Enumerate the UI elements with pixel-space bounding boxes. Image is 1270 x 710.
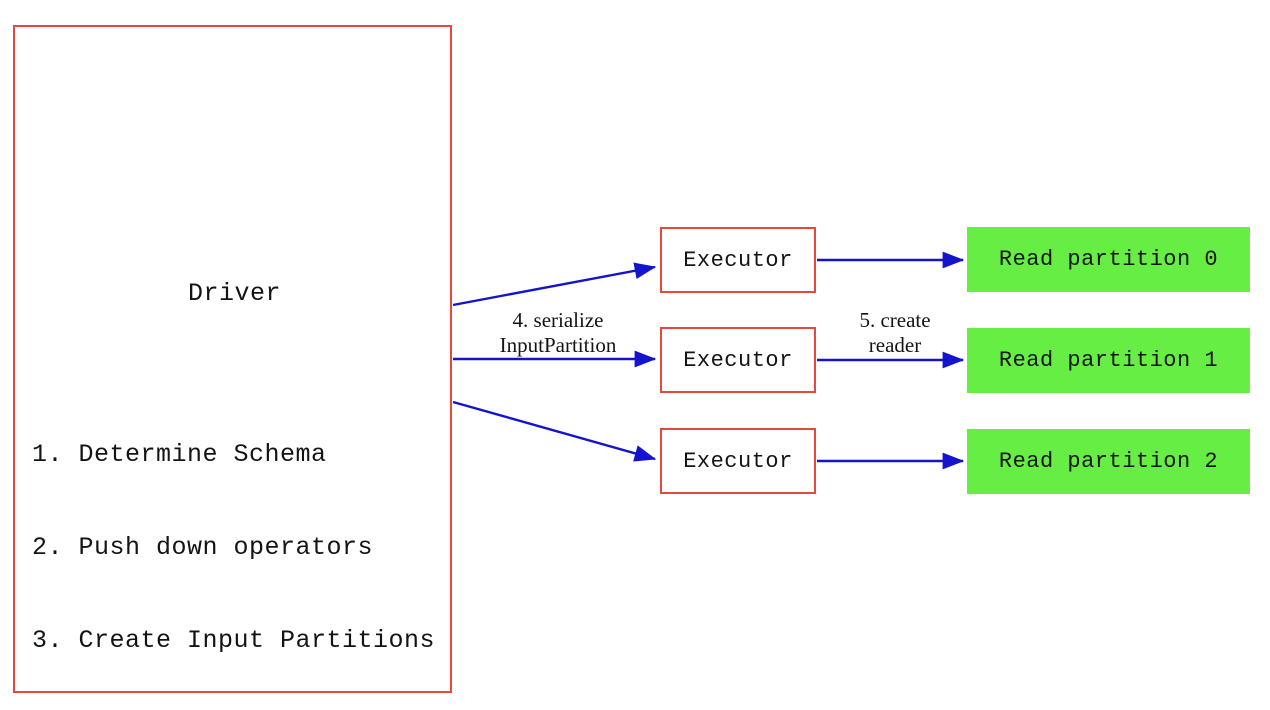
edge-label-create-reader: 5. create reader	[832, 308, 958, 358]
arrow-driver-to-executor-3	[452, 400, 657, 462]
read-partition-label-0: Read partition 0	[998, 247, 1219, 272]
edge-label-create-reader-line-2: reader	[868, 333, 922, 357]
edge-label-serialize: 4. serialize InputPartition	[470, 308, 646, 358]
executor-box-3: Executor	[660, 428, 816, 494]
driver-step-2: 2. Push down operators	[32, 533, 374, 562]
driver-step-3: 3. Create Input Partitions	[32, 626, 436, 655]
driver-box: Driver 1. Determine Schema 2. Push down …	[13, 25, 452, 693]
driver-title: Driver	[187, 279, 281, 308]
executor-box-2: Executor	[660, 327, 816, 393]
driver-step-1: 1. Determine Schema	[32, 440, 327, 469]
edge-label-create-reader-line-1: 5. create	[859, 308, 931, 332]
executor-box-1: Executor	[660, 227, 816, 293]
driver-steps-list: 1. Determine Schema 2. Push down operato…	[32, 377, 435, 710]
arrow-driver-to-executor-1	[452, 262, 657, 307]
edge-label-serialize-line-1: 4. serialize	[512, 308, 604, 332]
executor-label-1: Executor	[683, 247, 793, 273]
read-partition-box-0: Read partition 0	[967, 227, 1250, 292]
executor-label-2: Executor	[683, 347, 793, 373]
edge-label-serialize-line-2: InputPartition	[499, 333, 617, 357]
read-partition-box-1: Read partition 1	[967, 328, 1250, 393]
read-partition-label-1: Read partition 1	[998, 348, 1219, 373]
executor-label-3: Executor	[683, 448, 793, 474]
read-partition-label-2: Read partition 2	[998, 449, 1219, 474]
read-partition-box-2: Read partition 2	[967, 429, 1250, 494]
